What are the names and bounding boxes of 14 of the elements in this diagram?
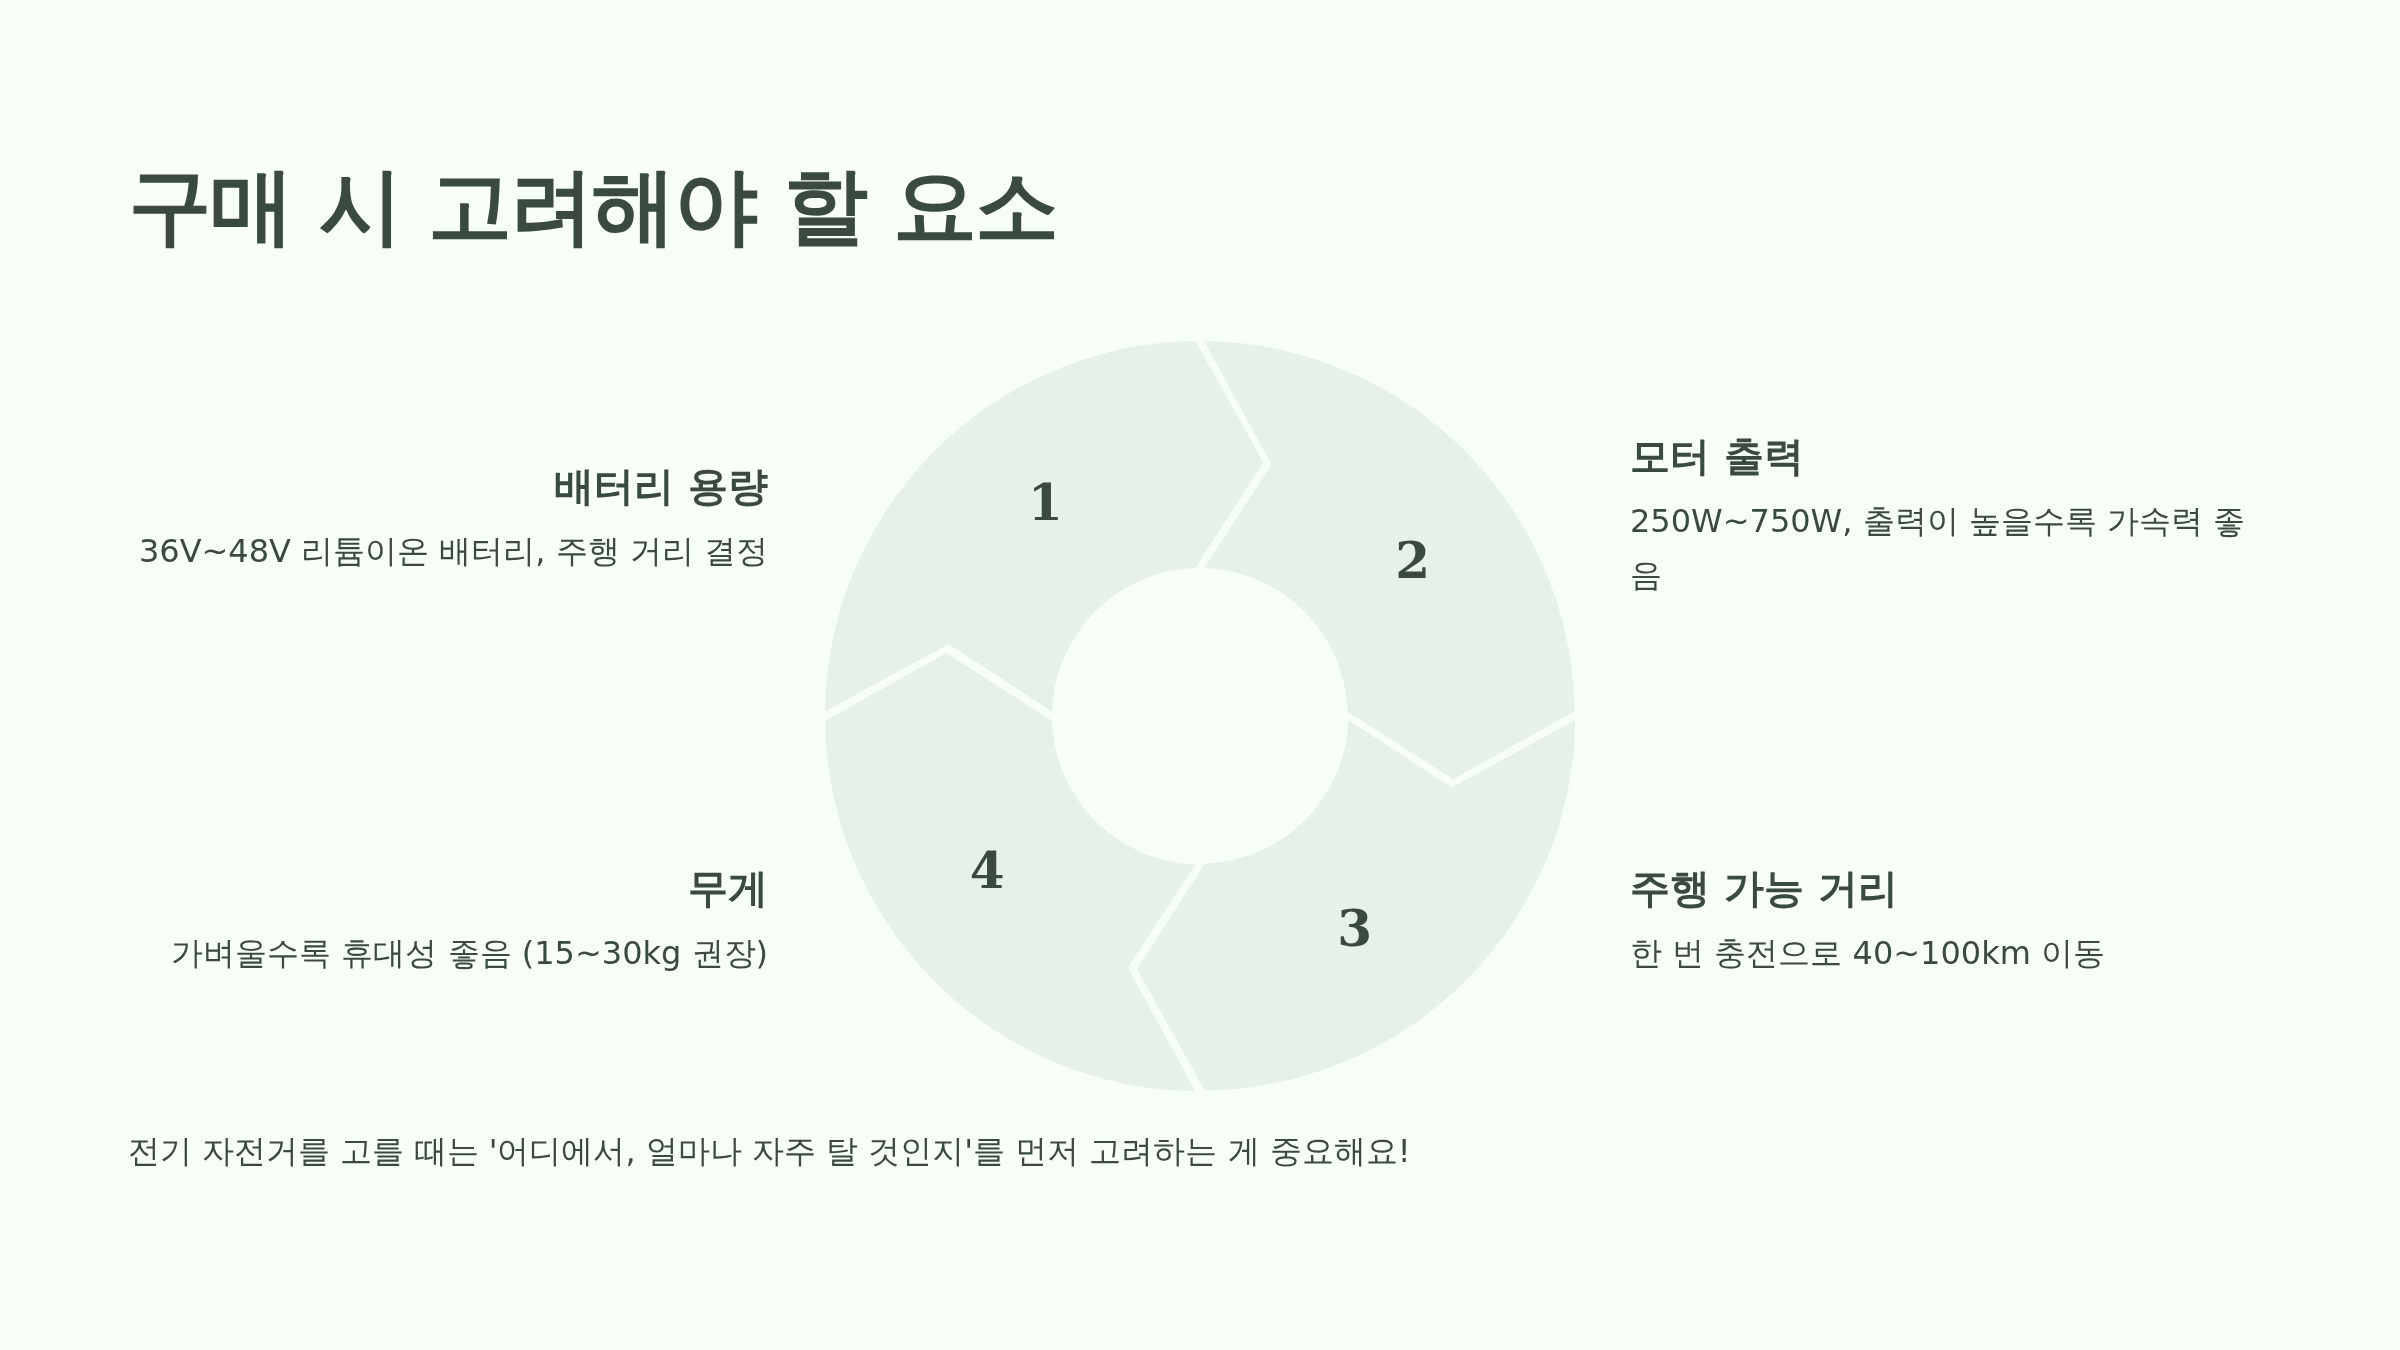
factor-heading: 무게	[688, 865, 768, 911]
factor-description: 36V~48V 리튬이온 배터리, 주행 거리 결정	[138, 532, 768, 570]
factor-heading: 배터리 용량	[554, 463, 768, 509]
step-number: 2	[1395, 536, 1431, 587]
step-number: 1	[1028, 478, 1063, 529]
caption: 전기 자전거를 고를 때는 '어디에서, 얼마나 자주 탈 것인지'를 먼저 고려하는 게 중요해요!	[128, 1131, 1411, 1172]
step-number: 4	[969, 845, 1005, 896]
title: 구매 시 고려해야 할 요소	[128, 156, 1057, 257]
factor-description: 250W~750W, 출력이 높을수록 가속력 좋음	[1630, 502, 2246, 595]
step-number: 3	[1337, 903, 1372, 954]
factor-description: 한 번 충전으로 40~100km 이동	[1630, 934, 2105, 972]
factor-heading: 주행 가능 거리	[1630, 865, 1898, 911]
factor-heading: 모터 출력	[1630, 433, 1804, 479]
factor-description: 가벼울수록 휴대성 좋음 (15~30kg 권장)	[171, 934, 768, 972]
